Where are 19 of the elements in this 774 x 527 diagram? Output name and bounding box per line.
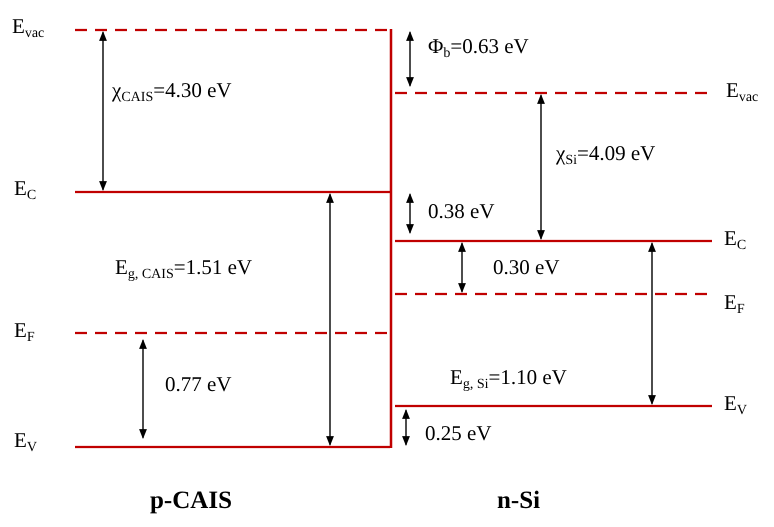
- energy-label: Φ$_{b}$=0.63 eV: [428, 36, 529, 61]
- energy-label: E$_{vac}$: [726, 80, 758, 105]
- energy-label: χ$_{CAIS}$=4.30 eV: [112, 80, 232, 105]
- energy-label: E$_{C}$: [724, 228, 746, 253]
- energy-label: E$_{F}$: [14, 320, 35, 345]
- energy-label: E$_{g, CAIS}$=1.51 eV: [115, 257, 252, 282]
- energy-label: E$_{F}$: [724, 292, 745, 317]
- energy-label: 0.77 eV: [165, 374, 232, 395]
- energy-label: 0.38 eV: [428, 201, 494, 222]
- energy-label: E$_{C}$: [14, 178, 36, 203]
- material-label: p-CAIS: [150, 488, 232, 513]
- energy-label: 0.30 eV: [493, 257, 560, 278]
- energy-label: E$_{g, Si}$=1.10 eV: [450, 367, 567, 392]
- energy-label: χ$_{Si}$=4.09 eV: [556, 143, 656, 168]
- energy-label: E$_{V}$: [14, 430, 37, 455]
- energy-label: E$_{vac}$: [12, 16, 44, 41]
- material-label: n-Si: [497, 488, 540, 513]
- energy-label: E$_{V}$: [724, 393, 747, 418]
- energy-label: 0.25 eV: [425, 423, 492, 444]
